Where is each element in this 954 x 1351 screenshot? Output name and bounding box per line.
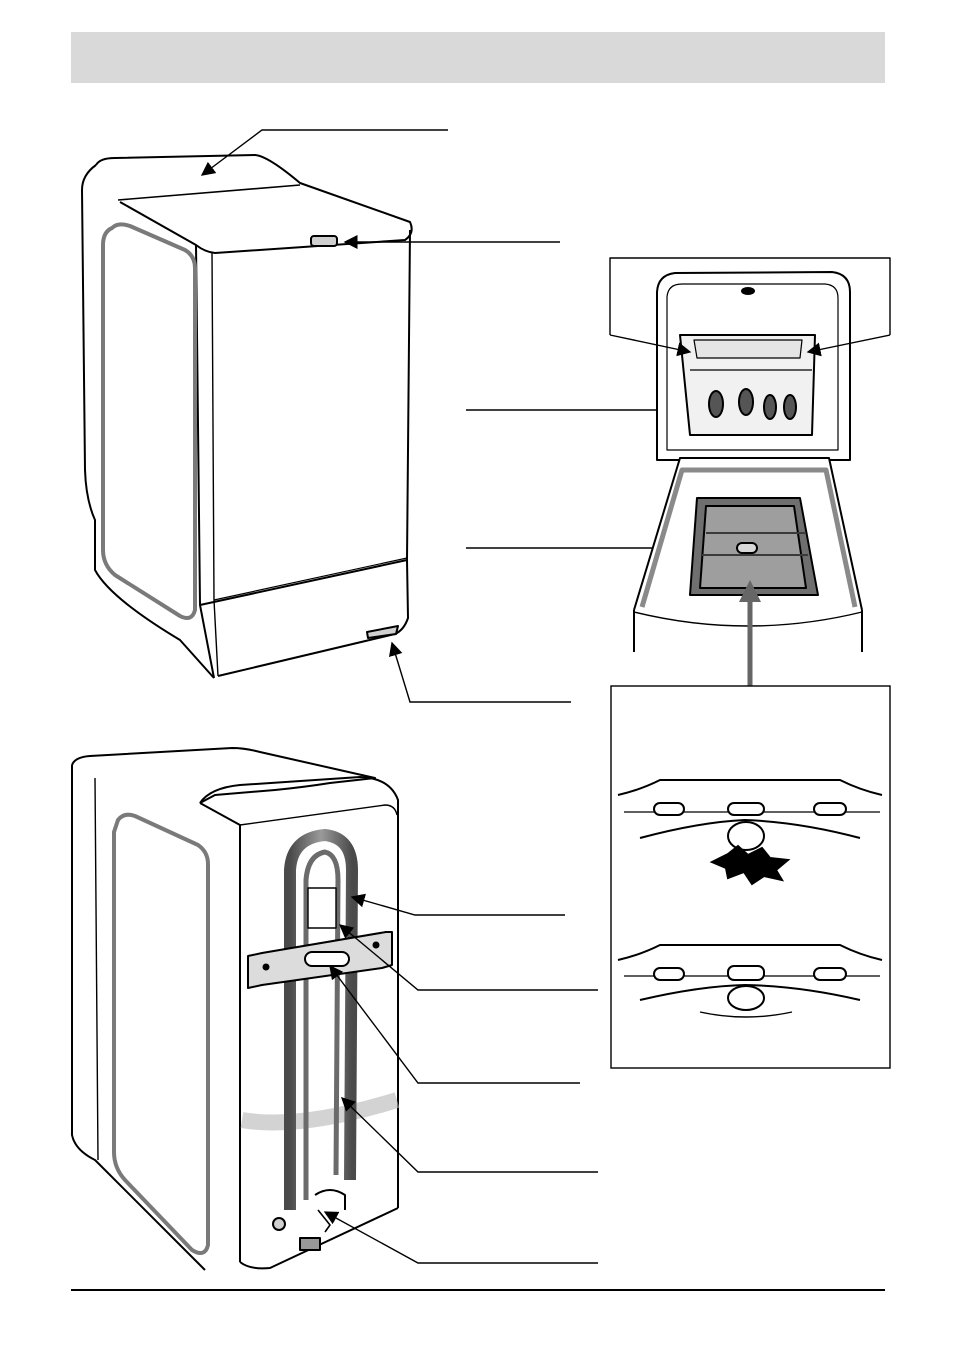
- footer-rule: [71, 1289, 885, 1291]
- open-lid-callouts: [609, 334, 891, 357]
- front-view: [81, 154, 413, 679]
- open-lid-view: [609, 257, 891, 652]
- rear-view-callouts: [323, 893, 598, 1264]
- drum-detail-view: [610, 685, 891, 1069]
- rear-view: [71, 747, 400, 1271]
- section-header-band: [71, 32, 885, 83]
- detail-connector-arrow: [739, 580, 761, 686]
